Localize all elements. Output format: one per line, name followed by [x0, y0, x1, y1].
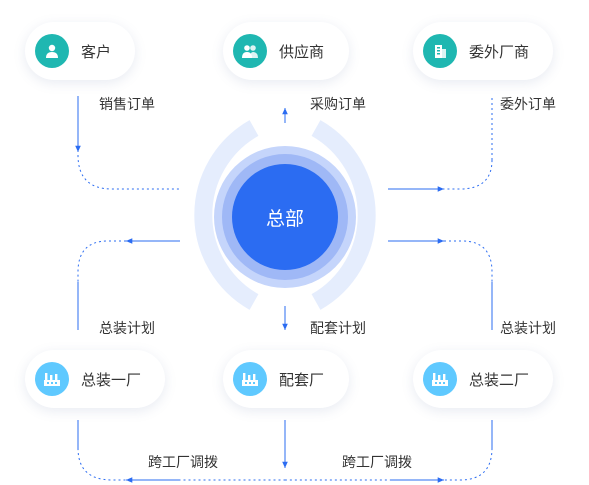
- connector-outsource-order: [388, 159, 493, 190]
- node-supplier-label: 供应商: [279, 42, 325, 61]
- edge-label-sales-order: 销售订单: [99, 97, 155, 113]
- hub-label: 总部: [265, 207, 304, 230]
- connector-assembly-plan-2-dotted: [444, 240, 493, 282]
- node-outsourcer[interactable]: 委外厂商: [413, 22, 553, 80]
- hub-outer-ring-right: [311, 120, 376, 310]
- factory-icon: [423, 362, 457, 396]
- node-parts-factory-label: 配套厂: [279, 370, 325, 389]
- factory-icon: [233, 362, 267, 396]
- user-icon: [35, 34, 69, 68]
- edge-label-assembly-plan-1: 总装计划: [99, 321, 155, 337]
- hub-outer-ring-left: [194, 120, 259, 310]
- connector-sales-order-dotted: [77, 154, 180, 190]
- edge-label-assembly-plan-2: 总装计划: [500, 321, 556, 337]
- node-customer[interactable]: 客户: [25, 22, 135, 80]
- node-outsourcer-label: 委外厂商: [469, 42, 530, 61]
- edge-label-outsource-order: 委外订单: [500, 97, 556, 113]
- connector-transfer-right-dotted: [285, 447, 493, 481]
- node-parts-factory[interactable]: 配套厂: [223, 350, 349, 408]
- node-supplier[interactable]: 供应商: [223, 22, 349, 80]
- hub-headquarters[interactable]: 总部: [232, 164, 338, 270]
- node-assembly-plant-1-label: 总装一厂: [81, 370, 142, 389]
- users-icon: [233, 34, 267, 68]
- factory-icon: [35, 362, 69, 396]
- node-customer-label: 客户: [81, 42, 112, 61]
- node-assembly-plant-1[interactable]: 总装一厂: [25, 350, 165, 408]
- node-assembly-plant-2-label: 总装二厂: [469, 370, 530, 389]
- node-assembly-plant-2[interactable]: 总装二厂: [413, 350, 553, 408]
- edge-label-transfer-left: 跨工厂调拨: [148, 455, 218, 471]
- edge-label-parts-plan: 配套计划: [310, 321, 366, 337]
- connector-assembly-plan-1-dotted: [77, 240, 126, 282]
- connector-transfer-left-dotted: [77, 447, 285, 481]
- building-icon: [423, 34, 457, 68]
- edge-label-purchase-order: 采购订单: [310, 97, 366, 113]
- edge-label-transfer-right: 跨工厂调拨: [342, 455, 412, 471]
